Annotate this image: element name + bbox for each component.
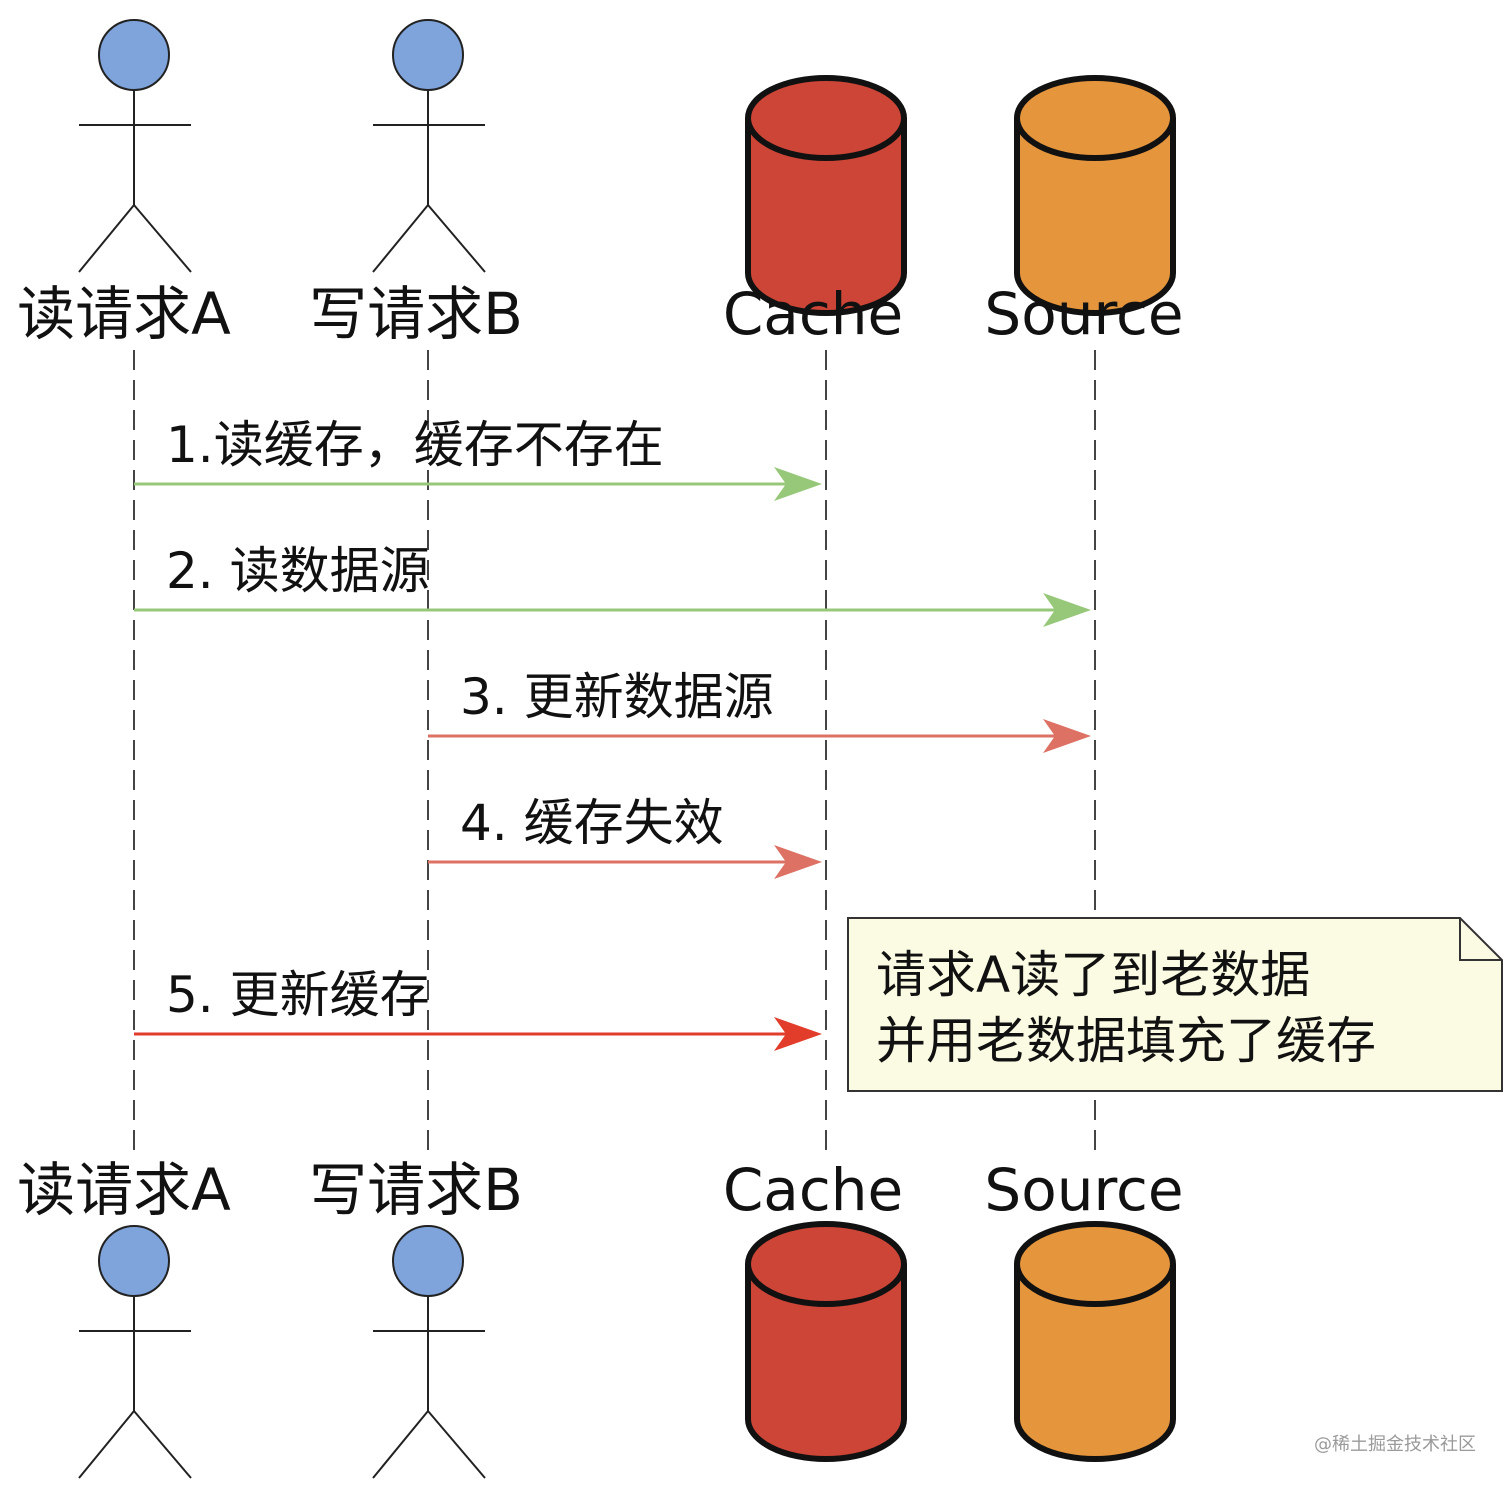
database-top-cache	[745, 75, 907, 316]
participant-label-bottom-writer: 写请求B	[309, 1156, 523, 1224]
actor-legs	[372, 1409, 486, 1479]
message-5: 5. 更新缓存	[134, 966, 822, 1051]
message-label: 4. 缓存失效	[460, 794, 724, 852]
note-line-1: 请求A读了到老数据	[876, 946, 1310, 1004]
message-label: 5. 更新缓存	[166, 966, 430, 1024]
database-bottom-source	[1014, 1221, 1176, 1462]
participant-label-top-cache: Cache	[723, 280, 903, 348]
database-body	[1014, 75, 1176, 316]
database-rim	[1014, 1263, 1176, 1307]
message-1: 1.读缓存，缓存不存在	[134, 416, 822, 501]
message-arrow-head	[774, 1017, 822, 1051]
message-arrow-head	[774, 467, 822, 501]
participant-label-top-writer: 写请求B	[309, 280, 523, 348]
participant-label-top-source: Source	[984, 280, 1183, 348]
message-2: 2. 读数据源	[134, 542, 1091, 627]
watermark: @稀土掘金技术社区	[1314, 1434, 1476, 1455]
database-body	[745, 75, 907, 316]
database-rim	[1014, 117, 1176, 161]
message-label: 1.读缓存，缓存不存在	[166, 416, 664, 474]
database-rim	[745, 1263, 907, 1307]
message-4: 4. 缓存失效	[428, 794, 822, 879]
participant-label-bottom-reader: 读请求A	[17, 1156, 231, 1224]
message-arrow-head	[1043, 593, 1091, 627]
participants-top: 读请求A 写请求B Cache Source	[17, 19, 1184, 348]
message-3: 3. 更新数据源	[428, 668, 1091, 753]
database-rim	[745, 117, 907, 161]
actor-head	[392, 19, 464, 91]
actor-legs	[78, 1409, 192, 1479]
actor-head	[392, 1225, 464, 1297]
messages: 1.读缓存，缓存不存在 2. 读数据源 3. 更新数据源 4. 缓存失效 5. 更新缓存	[134, 416, 1091, 1051]
database-body	[1014, 1221, 1176, 1462]
message-label: 2. 读数据源	[166, 542, 430, 600]
actor-legs	[372, 203, 486, 273]
actor-top-reader	[78, 19, 192, 273]
actor-bottom-writer	[372, 1225, 486, 1479]
actor-bottom-reader	[78, 1225, 192, 1479]
database-body	[745, 1221, 907, 1462]
participants-bottom: 读请求A 写请求B Cache Source	[17, 1156, 1184, 1479]
database-top-source	[1014, 75, 1176, 316]
message-arrow-head	[774, 845, 822, 879]
participant-label-bottom-cache: Cache	[723, 1156, 903, 1224]
actor-legs	[78, 203, 192, 273]
note-line-2: 并用老数据填充了缓存	[876, 1012, 1376, 1070]
actor-head	[98, 19, 170, 91]
message-label: 3. 更新数据源	[460, 668, 774, 726]
note-fold	[1459, 918, 1502, 961]
database-bottom-cache	[745, 1221, 907, 1462]
message-arrow-head	[1043, 719, 1091, 753]
note-box: 请求A读了到老数据 并用老数据填充了缓存	[847, 917, 1503, 1092]
note-shape	[847, 917, 1503, 1092]
actor-top-writer	[372, 19, 486, 273]
participant-label-top-reader: 读请求A	[17, 280, 231, 348]
participant-label-bottom-source: Source	[984, 1156, 1183, 1224]
actor-head	[98, 1225, 170, 1297]
